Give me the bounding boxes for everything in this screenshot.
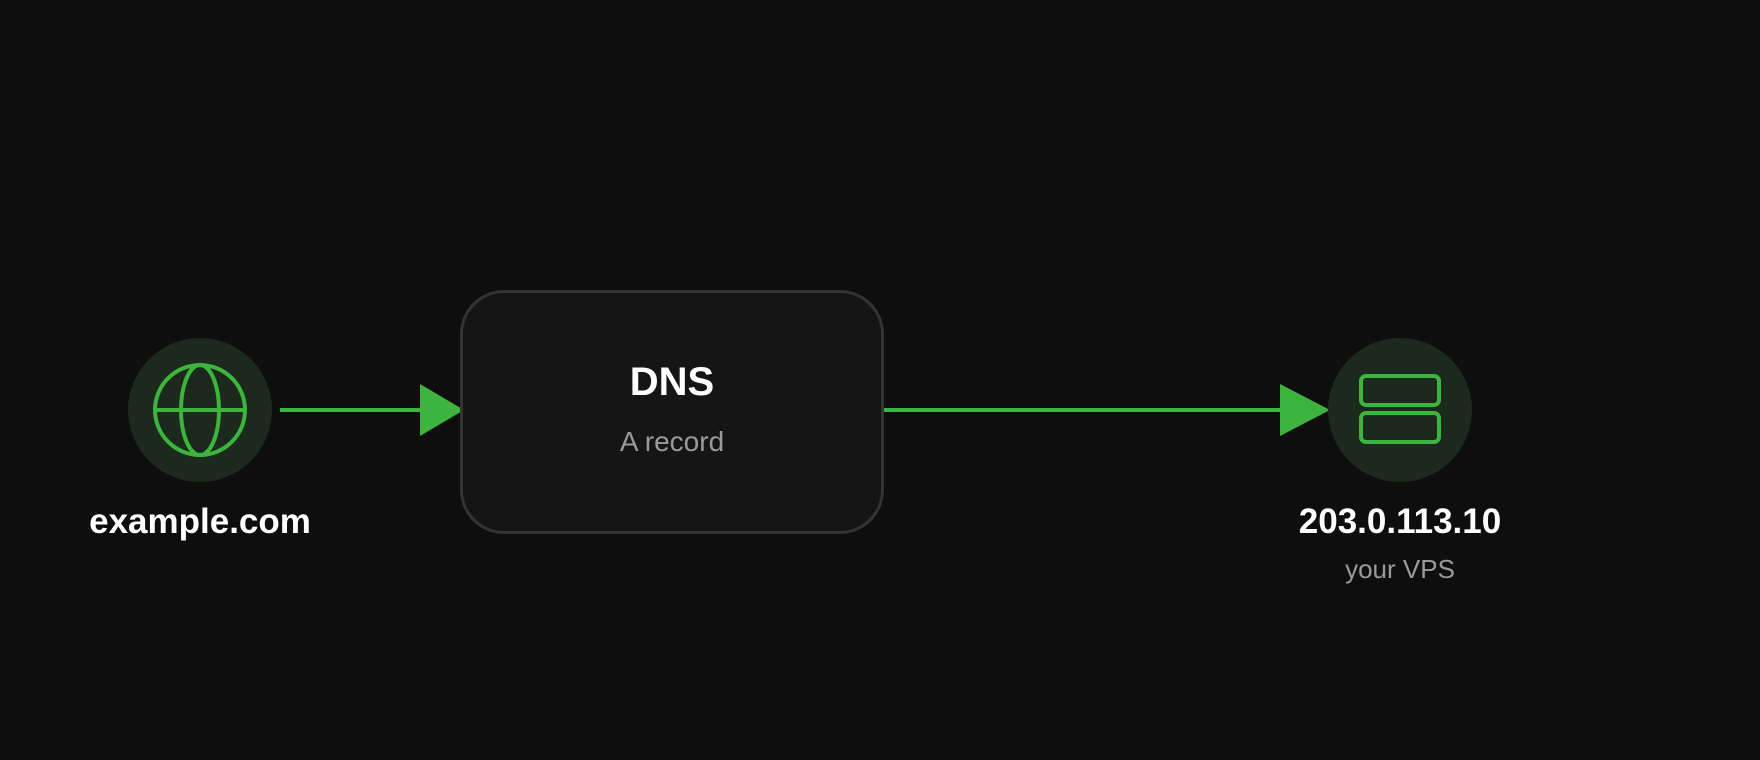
edge-dns-to-server	[880, 384, 1330, 436]
server-ip-label: 203.0.113.10	[1298, 502, 1502, 541]
dns-record-type: A record	[619, 426, 725, 457]
globe-icon	[153, 363, 247, 457]
domain-label: example.com	[89, 502, 311, 541]
server-icon	[1359, 374, 1441, 444]
server-node	[1328, 338, 1472, 482]
server-description: your VPS	[1345, 554, 1455, 584]
edge-domain-to-dns	[280, 384, 464, 436]
dns-title: DNS	[629, 360, 715, 404]
domain-node	[128, 338, 272, 482]
dns-box: DNS A record	[460, 290, 884, 534]
